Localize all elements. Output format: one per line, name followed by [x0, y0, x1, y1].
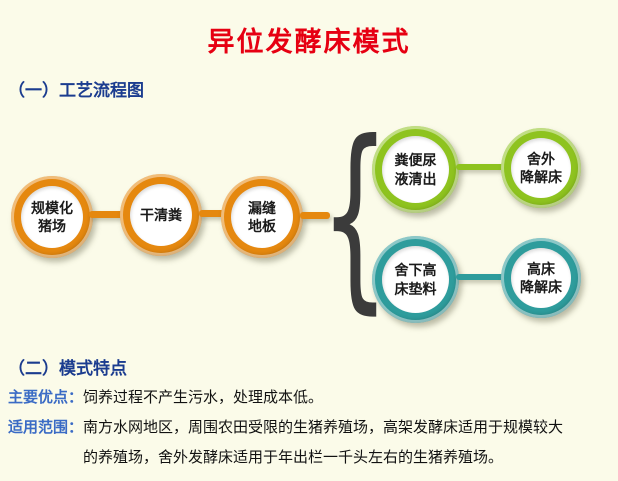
- feature-text: 南方水网地区，周围农田受限的生猪养殖场，高架发酵床适用于规模较大 的养殖场，舍外…: [83, 419, 564, 466]
- flow-node-label: 规模化 猪场: [21, 186, 83, 248]
- features-section-heading: （二）模式特点: [8, 359, 127, 378]
- connector-line: [300, 212, 330, 219]
- flow-node-scale-pig-farm: 规模化 猪场: [11, 176, 93, 258]
- flow-node-label: 粪便尿 液清出: [382, 136, 449, 203]
- connector-line: [456, 274, 504, 280]
- flow-node-label: 舍外 降解床: [511, 138, 571, 198]
- flow-node-manure-urine-removal: 粪便尿 液清出: [372, 126, 459, 213]
- feature-label: 适用范围：: [8, 419, 84, 436]
- flow-node-label: 舍下高 床垫料: [382, 246, 449, 313]
- flow-node-high-bed-degradation-bed: 高床 降解床: [501, 238, 581, 318]
- connector-line: [456, 164, 504, 170]
- connector-line: [199, 210, 224, 217]
- flow-node-dry-manure-cleaning: 干清粪: [120, 174, 202, 256]
- feature-text: 饲养过程不产生污水，处理成本低。: [83, 389, 324, 406]
- flow-node-label: 漏缝 地板: [231, 186, 293, 248]
- flow-section-heading: （一）工艺流程图: [8, 81, 144, 100]
- flow-node-underfloor-high-bed-litter: 舍下高 床垫料: [372, 236, 459, 323]
- flow-node-slatted-floor: 漏缝 地板: [221, 176, 303, 258]
- connector-line: [89, 211, 123, 218]
- feature-item-applicable-scope: 适用范围： 南方水网地区，周围农田受限的生猪养殖场，高架发酵床适用于规模较大 的…: [8, 413, 563, 473]
- flow-node-outdoor-degradation-bed: 舍外 降解床: [501, 128, 581, 208]
- flow-node-label: 干清粪: [130, 184, 192, 246]
- flow-node-label: 高床 降解床: [511, 248, 571, 308]
- feature-label: 主要优点：: [8, 389, 84, 406]
- feature-item-advantages: 主要优点： 饲养过程不产生污水，处理成本低。: [8, 383, 323, 413]
- page-title: 异位发酵床模式: [207, 27, 411, 57]
